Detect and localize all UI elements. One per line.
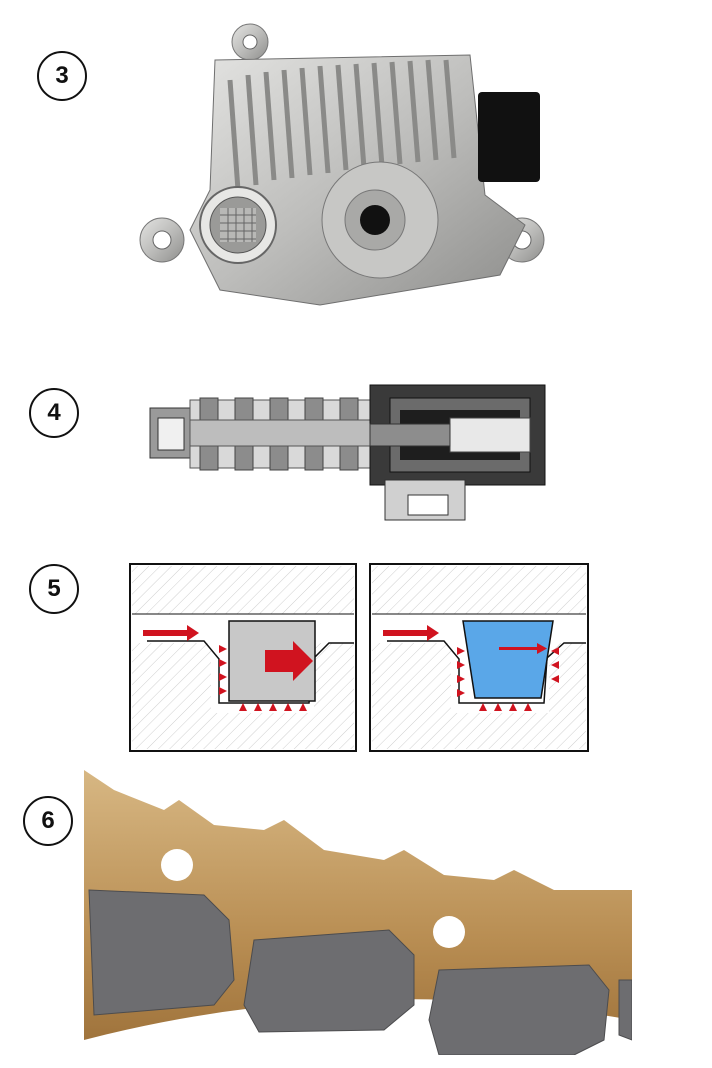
seal-diagram-square: [129, 563, 357, 752]
pressure-arrow: [143, 625, 199, 641]
pressure-arrow: [383, 625, 439, 641]
figure-number-5: 5: [29, 564, 79, 614]
figure-number-3: 3: [37, 51, 87, 101]
figure-number-4: 4: [29, 388, 79, 438]
solenoid-valve-image: [140, 380, 550, 530]
control-unit-image: [130, 20, 570, 310]
seal-diagram-tapered: [369, 563, 589, 752]
seal-displacement-arrow: [265, 641, 313, 681]
seal-displacement-arrow: [499, 643, 547, 654]
figure-number-6: 6: [23, 796, 73, 846]
friction-disc-image: [84, 770, 632, 1055]
